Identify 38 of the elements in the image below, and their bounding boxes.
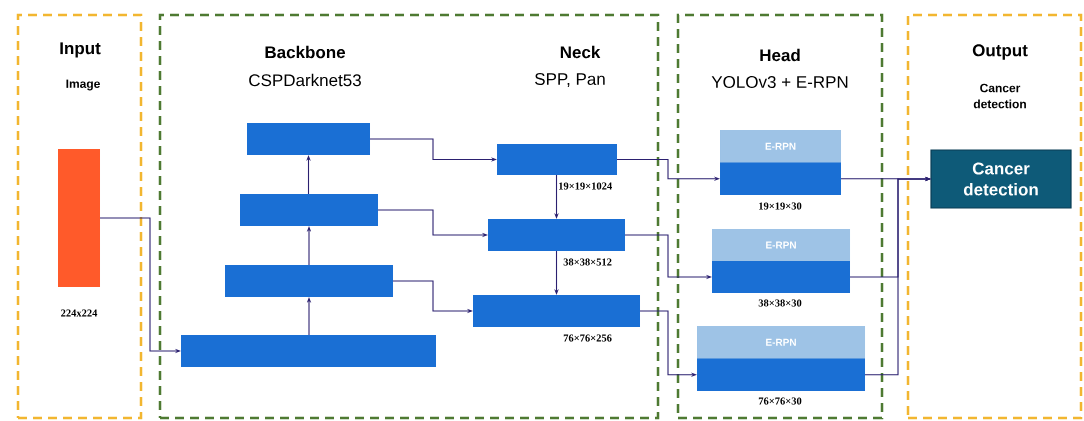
feature-bar [488,219,625,251]
size-label: 38×38×30 [758,299,802,307]
dashed-frame [676,13,884,420]
arrow [306,155,311,195]
stage-subtitle: CSPDarknet53 [249,73,361,87]
feature-bar [473,295,640,327]
arrow [369,138,497,162]
arrow [554,174,559,219]
dashed-frame [906,13,1083,420]
dashed-frame [16,13,143,420]
output-box: Cancer detection [930,149,1072,209]
dashed-frame [158,13,660,420]
stage-title: Head [760,48,800,62]
stage-title: Input [60,42,101,58]
feature-bar [225,265,393,297]
stage-title: Neck [560,45,601,59]
feature-bar [181,335,436,367]
stage-title: Output [972,44,1028,60]
size-label: 76×76×30 [758,397,802,405]
feature-bar [240,194,378,226]
erpn-block: E-RPN [720,130,841,195]
erpn-block: E-RPN [712,229,850,293]
stage-subtitle: Cancer detection [973,83,1026,109]
arrow [864,176,931,376]
stage-subtitle: SPP, Pan [535,73,605,88]
stage-title: Backbone [265,45,346,59]
stage-subtitle: Image [66,79,100,91]
size-label: 19×19×1024 [559,182,612,190]
feature-bar [247,123,370,155]
size-label: 19×19×30 [759,202,802,210]
size-label: 38×38×512 [563,258,612,266]
size-label: 76×76×256 [563,334,612,342]
feature-bar [497,144,617,175]
input-image-bar [58,149,100,287]
stage-subtitle: YOLOv3 + E-RPN [711,76,848,89]
erpn-block: E-RPN [697,326,865,391]
size-label: 224x224 [61,309,98,317]
arrow [554,250,559,295]
